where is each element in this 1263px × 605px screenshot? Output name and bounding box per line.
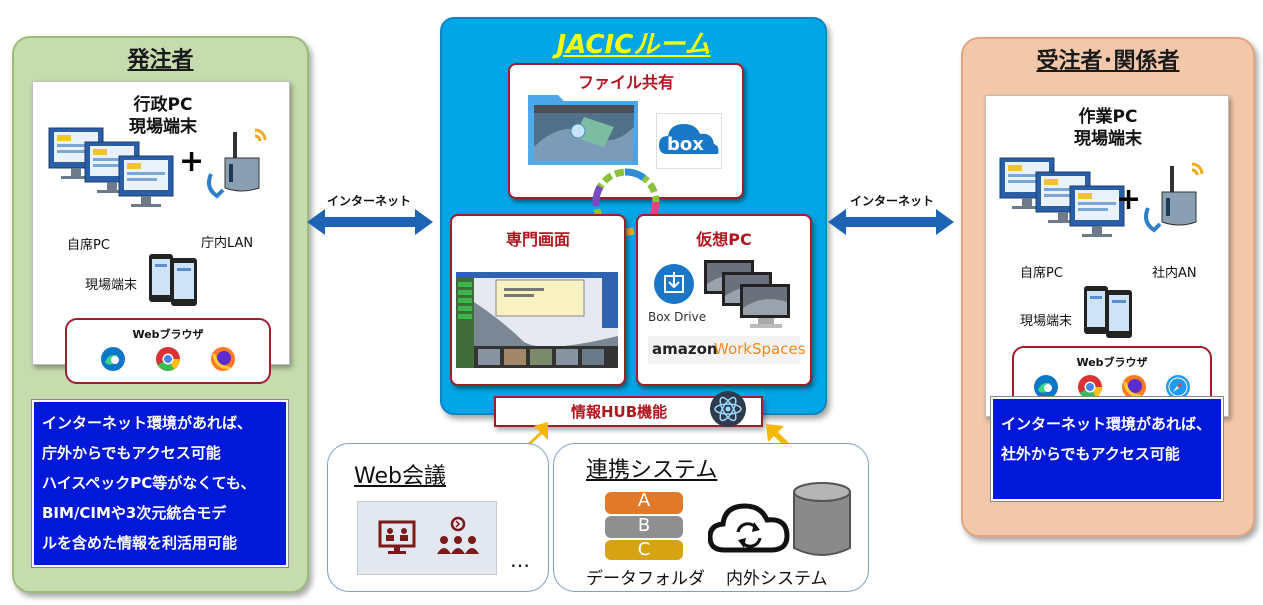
desktop-pc-icon (999, 157, 1125, 237)
box-drive-icon (654, 264, 694, 304)
cloud-sync-icon (708, 503, 790, 553)
contractor-info-box: インターネット環境があれば、 社外からでもアクセス可能 (990, 396, 1224, 502)
chrome-icon (155, 347, 180, 372)
folder-icon (528, 95, 638, 165)
data-folder-stack: A B C (603, 488, 685, 562)
client-info-box: インターネット環境があれば、 庁外からでもアクセス可能 ハイスペックPC等がなく… (31, 399, 289, 568)
contractor-title: 受注者･関係者 (1036, 49, 1180, 74)
video-meeting-icon (378, 520, 416, 554)
safari-icon (1166, 375, 1190, 399)
virtual-pc-box[interactable]: 仮想PC Box Drive amazon WorkSpaces (636, 214, 812, 386)
special-screen-thumbnail (456, 272, 618, 368)
firefox-icon (211, 347, 236, 371)
smartphone-icon (1084, 286, 1132, 338)
group-idea-icon (437, 516, 479, 554)
file-share-title: ファイル共有 (577, 73, 674, 92)
client-title: 発注者 (127, 48, 194, 73)
lan-label: 社内AN (1152, 266, 1197, 281)
box-drive-label: Box Drive (648, 310, 707, 324)
field-terminal-label: 現場端末 (1020, 314, 1073, 329)
plus-sign: + (1116, 182, 1142, 217)
router-icon (207, 128, 267, 199)
linked-system-box[interactable]: 連携システム A B C データフォルダ 内外システム (553, 443, 869, 592)
special-screen-title: 専門画面 (505, 230, 570, 249)
info-hub-title: 情報HUB機能 (571, 403, 668, 421)
desk-pc-label: 自席PC (1020, 266, 1063, 281)
plus-sign: + (179, 144, 205, 179)
internet-arrow-left (307, 209, 433, 235)
desk-pc-label: 自席PC (67, 238, 110, 253)
jacic-room-title: JACICルーム (556, 30, 711, 60)
virtual-monitors-icon (704, 260, 790, 328)
internet-arrow-right (828, 209, 954, 235)
web-meeting-title: Web会議 (354, 464, 446, 489)
internet-label-left: インターネット (327, 194, 412, 208)
amazon-workspaces-logo: amazon WorkSpaces (648, 336, 806, 364)
hub-atom-icon (710, 391, 746, 427)
database-stack-icon (605, 492, 683, 560)
data-folder-label: データフォルダ (586, 569, 705, 589)
web-meeting-box[interactable]: Web会議 … (327, 443, 549, 592)
browser-box: Webブラウザ (65, 318, 271, 384)
field-terminal-label: 現場端末 (85, 278, 138, 293)
internal-external-label: 内外システム (726, 569, 828, 589)
edge-icon (1034, 375, 1058, 399)
box-cloud-icon (659, 124, 719, 154)
linked-system-title: 連携システム (586, 458, 718, 483)
smartphone-icon (149, 254, 197, 306)
meeting-icons-card (357, 501, 497, 575)
sync-ring-icon (592, 168, 660, 236)
browser-title: Webブラウザ (1076, 356, 1148, 369)
internet-label-right: インターネット (850, 194, 935, 208)
edge-icon (100, 347, 125, 371)
chrome-icon (1078, 375, 1102, 400)
lan-label: 庁内LAN (201, 236, 254, 251)
firefox-icon (1122, 375, 1146, 399)
database-icon (793, 482, 851, 556)
browser-title: Webブラウザ (132, 328, 204, 341)
router-icon (1144, 162, 1204, 233)
jacic-room-panel: JACICルーム ファイル共有 box 専門画面 (440, 17, 827, 415)
special-screen-box[interactable]: 専門画面 (450, 214, 626, 386)
file-share-box[interactable]: ファイル共有 box (508, 63, 744, 199)
desktop-pc-icon (48, 127, 174, 207)
virtual-pc-title: 仮想PC (696, 230, 752, 249)
ellipsis: … (510, 548, 530, 572)
box-logo-card: box (656, 113, 722, 169)
box-logo-text: box (667, 134, 704, 155)
